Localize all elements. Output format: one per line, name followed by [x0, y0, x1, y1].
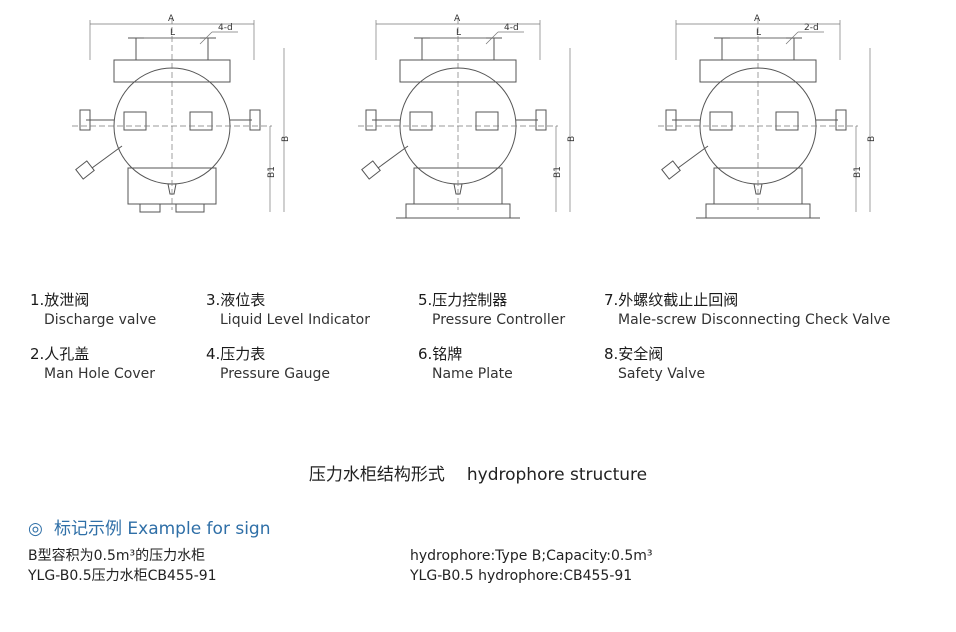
hole-leader — [485, 31, 499, 45]
controller-pipe — [91, 145, 123, 169]
legend-item-3-zh: 3.液位表 — [206, 291, 266, 309]
tank-foot-right — [175, 203, 205, 213]
dimension-a-label: A — [454, 14, 461, 24]
legend-item-1: 1.放泄阀 Discharge valve — [30, 290, 156, 330]
dimension-b-label: B — [867, 136, 877, 142]
caption-en: hydrophore structure — [466, 465, 648, 485]
hole-label: 2-d — [804, 23, 819, 33]
legend-item-8-zh: 8.安全阀 — [604, 345, 664, 363]
hole-leader — [199, 31, 213, 45]
legend-item-7-zh: 7.外螺纹截止止回阀 — [604, 291, 739, 309]
legend-item-2-zh: 2.人孔盖 — [30, 345, 90, 363]
figure-caption: 压力水柜结构形式 hydrophore structure — [0, 460, 956, 485]
dimension-b1-label: B1 — [553, 166, 563, 178]
caption-zh: 压力水柜结构形式 — [308, 465, 445, 485]
legend-item-5: 5.压力控制器 Pressure Controller — [418, 290, 565, 330]
check-valve-icon — [665, 109, 677, 131]
level-indicator-box — [409, 111, 433, 131]
legend-item-6-en: Name Plate — [432, 366, 513, 382]
example-heading-text: 标记示例 Example for sign — [54, 519, 271, 539]
check-valve-icon — [365, 109, 377, 131]
dimension-a-label: A — [754, 14, 761, 24]
safety-valve-icon — [249, 109, 261, 131]
example-heading: ◎ 标记示例 Example for sign — [28, 514, 270, 539]
legend-item-8: 8.安全阀 Safety Valve — [604, 344, 705, 384]
legend-item-1-en: Discharge valve — [44, 312, 157, 328]
legend-item-7: 7.外螺纹截止止回阀 Male-screw Disconnecting Chec… — [604, 290, 890, 330]
dimension-a-label: A — [168, 14, 175, 24]
pressure-gauge-box — [189, 111, 213, 131]
hole-leader — [785, 31, 799, 45]
controller-pipe — [377, 145, 409, 169]
pressure-controller-icon — [661, 160, 681, 180]
discharge-valve-icon — [167, 183, 177, 195]
legend-item-4: 4.压力表 Pressure Gauge — [206, 344, 330, 384]
dimension-b1-label: B1 — [267, 166, 277, 178]
legend-item-6: 6.铭牌 Name Plate — [418, 344, 513, 384]
legend-item-6-zh: 6.铭牌 — [418, 345, 463, 363]
tank-view-1: AL 4-dB B1 — [72, 14, 291, 213]
pressure-controller-icon — [361, 160, 381, 180]
tank-view-2: AL 4-dB B1 — [358, 14, 577, 219]
tank-base-frame — [705, 203, 811, 219]
dimension-b-label: B — [281, 136, 291, 142]
check-valve-icon — [79, 109, 91, 131]
legend-item-7-en: Male-screw Disconnecting Check Valve — [618, 312, 891, 328]
dimension-b-label: B — [567, 136, 577, 142]
legend-item-4-zh: 4.压力表 — [206, 345, 266, 363]
discharge-valve-icon — [753, 183, 763, 195]
legend-item-4-en: Pressure Gauge — [220, 366, 331, 382]
level-indicator-box — [709, 111, 733, 131]
controller-pipe — [677, 145, 709, 169]
double-circle-icon: ◎ — [28, 519, 43, 539]
legend-item-3-en: Liquid Level Indicator — [220, 312, 370, 328]
legend-item-3: 3.液位表 Liquid Level Indicator — [206, 290, 370, 330]
dimension-l-label: L — [756, 28, 761, 38]
legend-item-2: 2.人孔盖 Man Hole Cover — [30, 344, 155, 384]
pressure-gauge-box — [775, 111, 799, 131]
tank-base-frame — [405, 203, 511, 219]
example-right-line-1: hydrophore:Type B;Capacity:0.5m³ — [410, 548, 653, 564]
dimension-l-label: L — [170, 28, 175, 38]
tank-view-3: AL 2-dB B1 — [658, 14, 877, 219]
example-left-line-1: B型容积为0.5m³的压力水柜 — [28, 548, 206, 564]
legend-item-8-en: Safety Valve — [618, 366, 706, 382]
example-left-line-2: YLG-B0.5压力水柜CB455-91 — [28, 568, 217, 584]
discharge-valve-icon — [453, 183, 463, 195]
hole-label: 4-d — [504, 23, 519, 33]
safety-valve-icon — [835, 109, 847, 131]
safety-valve-icon — [535, 109, 547, 131]
example-right-line-2: YLG-B0.5 hydrophore:CB455-91 — [410, 568, 633, 584]
level-indicator-box — [123, 111, 147, 131]
tank-foot-left — [139, 203, 161, 213]
legend-item-1-zh: 1.放泄阀 — [30, 291, 90, 309]
dimension-b1-label: B1 — [853, 166, 863, 178]
legend-item-5-zh: 5.压力控制器 — [418, 291, 508, 309]
dimension-l-label: L — [456, 28, 461, 38]
pressure-controller-icon — [75, 160, 95, 180]
legend-item-5-en: Pressure Controller — [432, 312, 566, 328]
hole-label: 4-d — [218, 23, 233, 33]
legend-item-2-en: Man Hole Cover — [44, 366, 156, 382]
pressure-gauge-box — [475, 111, 499, 131]
